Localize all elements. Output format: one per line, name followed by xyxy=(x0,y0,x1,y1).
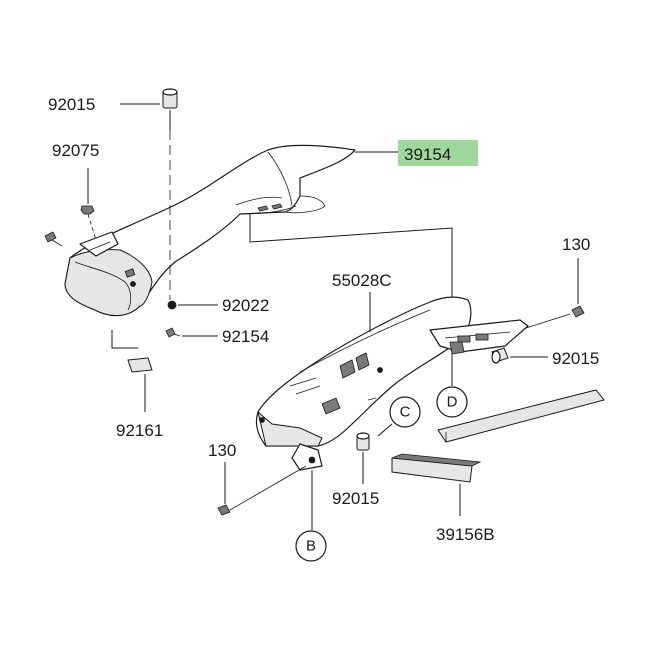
part-92015-right-nut xyxy=(491,347,548,364)
label-39156B: 39156B xyxy=(436,525,495,544)
label-130-right: 130 xyxy=(562,235,590,254)
part-130-left-screw xyxy=(217,462,307,516)
callout-D: D xyxy=(436,386,468,418)
part-92022-washer xyxy=(167,300,218,310)
label-92154: 92154 xyxy=(222,327,269,346)
part-92161-pad xyxy=(111,330,153,412)
part-92154-bolt xyxy=(165,327,218,338)
part-92075-grommet xyxy=(80,168,97,241)
part-92015-bottom-nut xyxy=(356,432,370,484)
svg-text:D: D xyxy=(447,394,458,411)
part-39154-seat-cowl xyxy=(64,144,356,317)
highlight-box xyxy=(398,140,478,166)
label-92075: 92075 xyxy=(52,141,99,160)
part-39156B-strips xyxy=(391,389,605,516)
label-92161: 92161 xyxy=(116,421,163,440)
label-92015-top: 92015 xyxy=(48,95,95,114)
part-55028C-tray xyxy=(255,296,529,471)
label-92015-right: 92015 xyxy=(552,349,599,368)
label-130-left: 130 xyxy=(208,441,236,460)
callout-B: B xyxy=(295,530,327,562)
part-130-right-screw xyxy=(525,258,585,329)
label-39154-highlighted: 39154 xyxy=(398,140,478,166)
svg-text:39154: 39154 xyxy=(404,145,451,164)
label-55028C: 55028C xyxy=(332,271,392,290)
svg-text:C: C xyxy=(400,404,411,421)
callout-C: C xyxy=(389,396,421,428)
label-92015-bottom: 92015 xyxy=(332,489,379,508)
svg-text:B: B xyxy=(306,538,316,555)
screw-front-left xyxy=(44,231,63,247)
part-92015-top-nut xyxy=(120,88,178,300)
leader-callout-C xyxy=(377,423,393,437)
label-92022: 92022 xyxy=(222,296,269,315)
